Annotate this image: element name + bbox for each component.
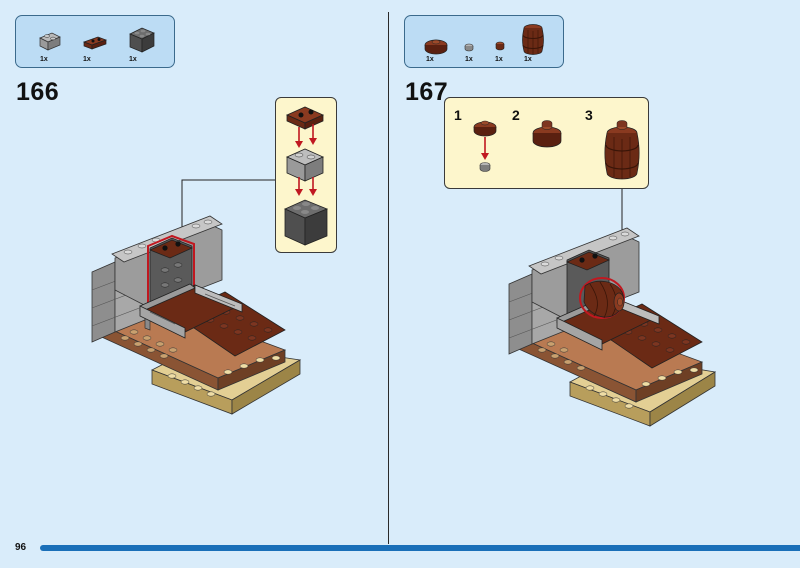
part-qty: 1x [495, 56, 503, 63]
part-qty: 1x [524, 56, 532, 63]
page-divider [388, 12, 389, 544]
gray-round-stud-icon [464, 43, 474, 52]
part-qty: 1x [83, 56, 91, 63]
step-number-166: 166 [16, 78, 60, 106]
parts-list-167: 1x 1x 1x 1x [404, 15, 564, 68]
dark-gray-brick-2x2-icon [129, 27, 155, 53]
callout-166-assembly [284, 106, 329, 246]
part-qty: 1x [426, 56, 434, 63]
part-qty: 1x [40, 56, 48, 63]
brown-round-plate-icon [424, 39, 448, 55]
substep-number-2: 2 [512, 107, 520, 123]
brown-plate-1x2-icon [82, 36, 108, 50]
part-qty: 1x [465, 56, 473, 63]
brown-barrel-icon [522, 24, 544, 55]
footer-bar [40, 545, 800, 551]
page-number: 96 [15, 542, 27, 553]
callout-167-assembly [473, 120, 640, 180]
substep-number-1: 1 [454, 107, 462, 123]
parts-list-166: 1x 1x 1x [15, 15, 175, 68]
part-qty: 1x [129, 56, 137, 63]
brown-round-stud-icon [495, 41, 505, 51]
step-number-167: 167 [405, 78, 449, 106]
gray-brick-1x2-icon [39, 32, 61, 51]
substep-number-3: 3 [585, 107, 593, 123]
